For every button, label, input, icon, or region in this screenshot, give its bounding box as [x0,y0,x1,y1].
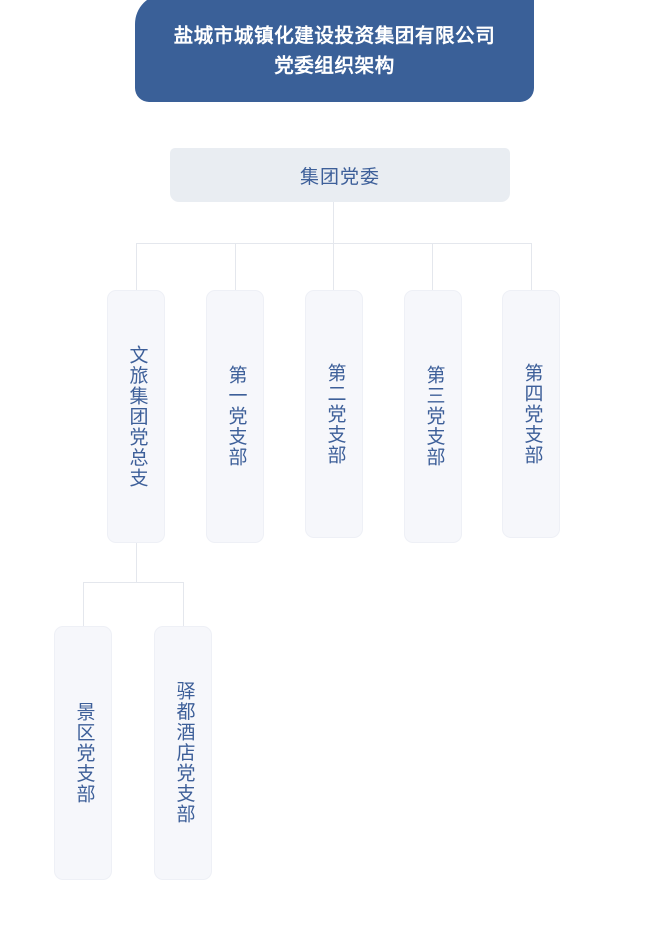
node-yidu-hotel-party-branch[interactable]: 驿都酒店党支部 [154,626,212,880]
connector-drop-level2-1 [83,582,84,626]
node-label: 文旅集团党总支 [126,344,148,489]
node-label: 集团党委 [299,166,380,188]
connector-level2-trunk [136,543,137,582]
node-label: 第一党支部 [225,365,247,468]
node-scenic-area-party-branch[interactable]: 景区党支部 [54,626,112,880]
connector-drop-level1-3 [333,243,334,291]
connector-drop-level1-5 [531,243,532,291]
connector-level1-bus [136,243,532,244]
node-group-party-committee[interactable]: 集团党委 [170,148,510,202]
chart-title-line-1: 盐城市城镇化建设投资集团有限公司 [173,24,496,47]
node-label: 驿都酒店党支部 [173,681,195,825]
connector-level2-bus [83,582,183,583]
node-label: 第四党支部 [521,362,543,466]
node-first-party-branch[interactable]: 第一党支部 [206,290,264,543]
node-second-party-branch[interactable]: 第二党支部 [305,290,363,538]
node-fourth-party-branch[interactable]: 第四党支部 [502,290,560,538]
connector-drop-level1-2 [235,243,236,291]
connector-drop-level2-2 [183,582,184,626]
node-third-party-branch[interactable]: 第三党支部 [404,290,462,543]
connector-drop-level1-4 [432,243,433,291]
node-label: 景区党支部 [73,701,95,805]
connector-root-trunk [333,202,334,244]
node-label: 第三党支部 [423,365,445,468]
chart-title-line-2: 党委组织架构 [274,55,395,77]
connector-drop-level1-1 [136,243,137,291]
node-culture-tourism-group-party-branch[interactable]: 文旅集团党总支 [107,290,165,543]
chart-title-banner: 盐城市城镇化建设投资集团有限公司 党委组织架构 [135,0,534,102]
node-label: 第二党支部 [324,362,346,466]
